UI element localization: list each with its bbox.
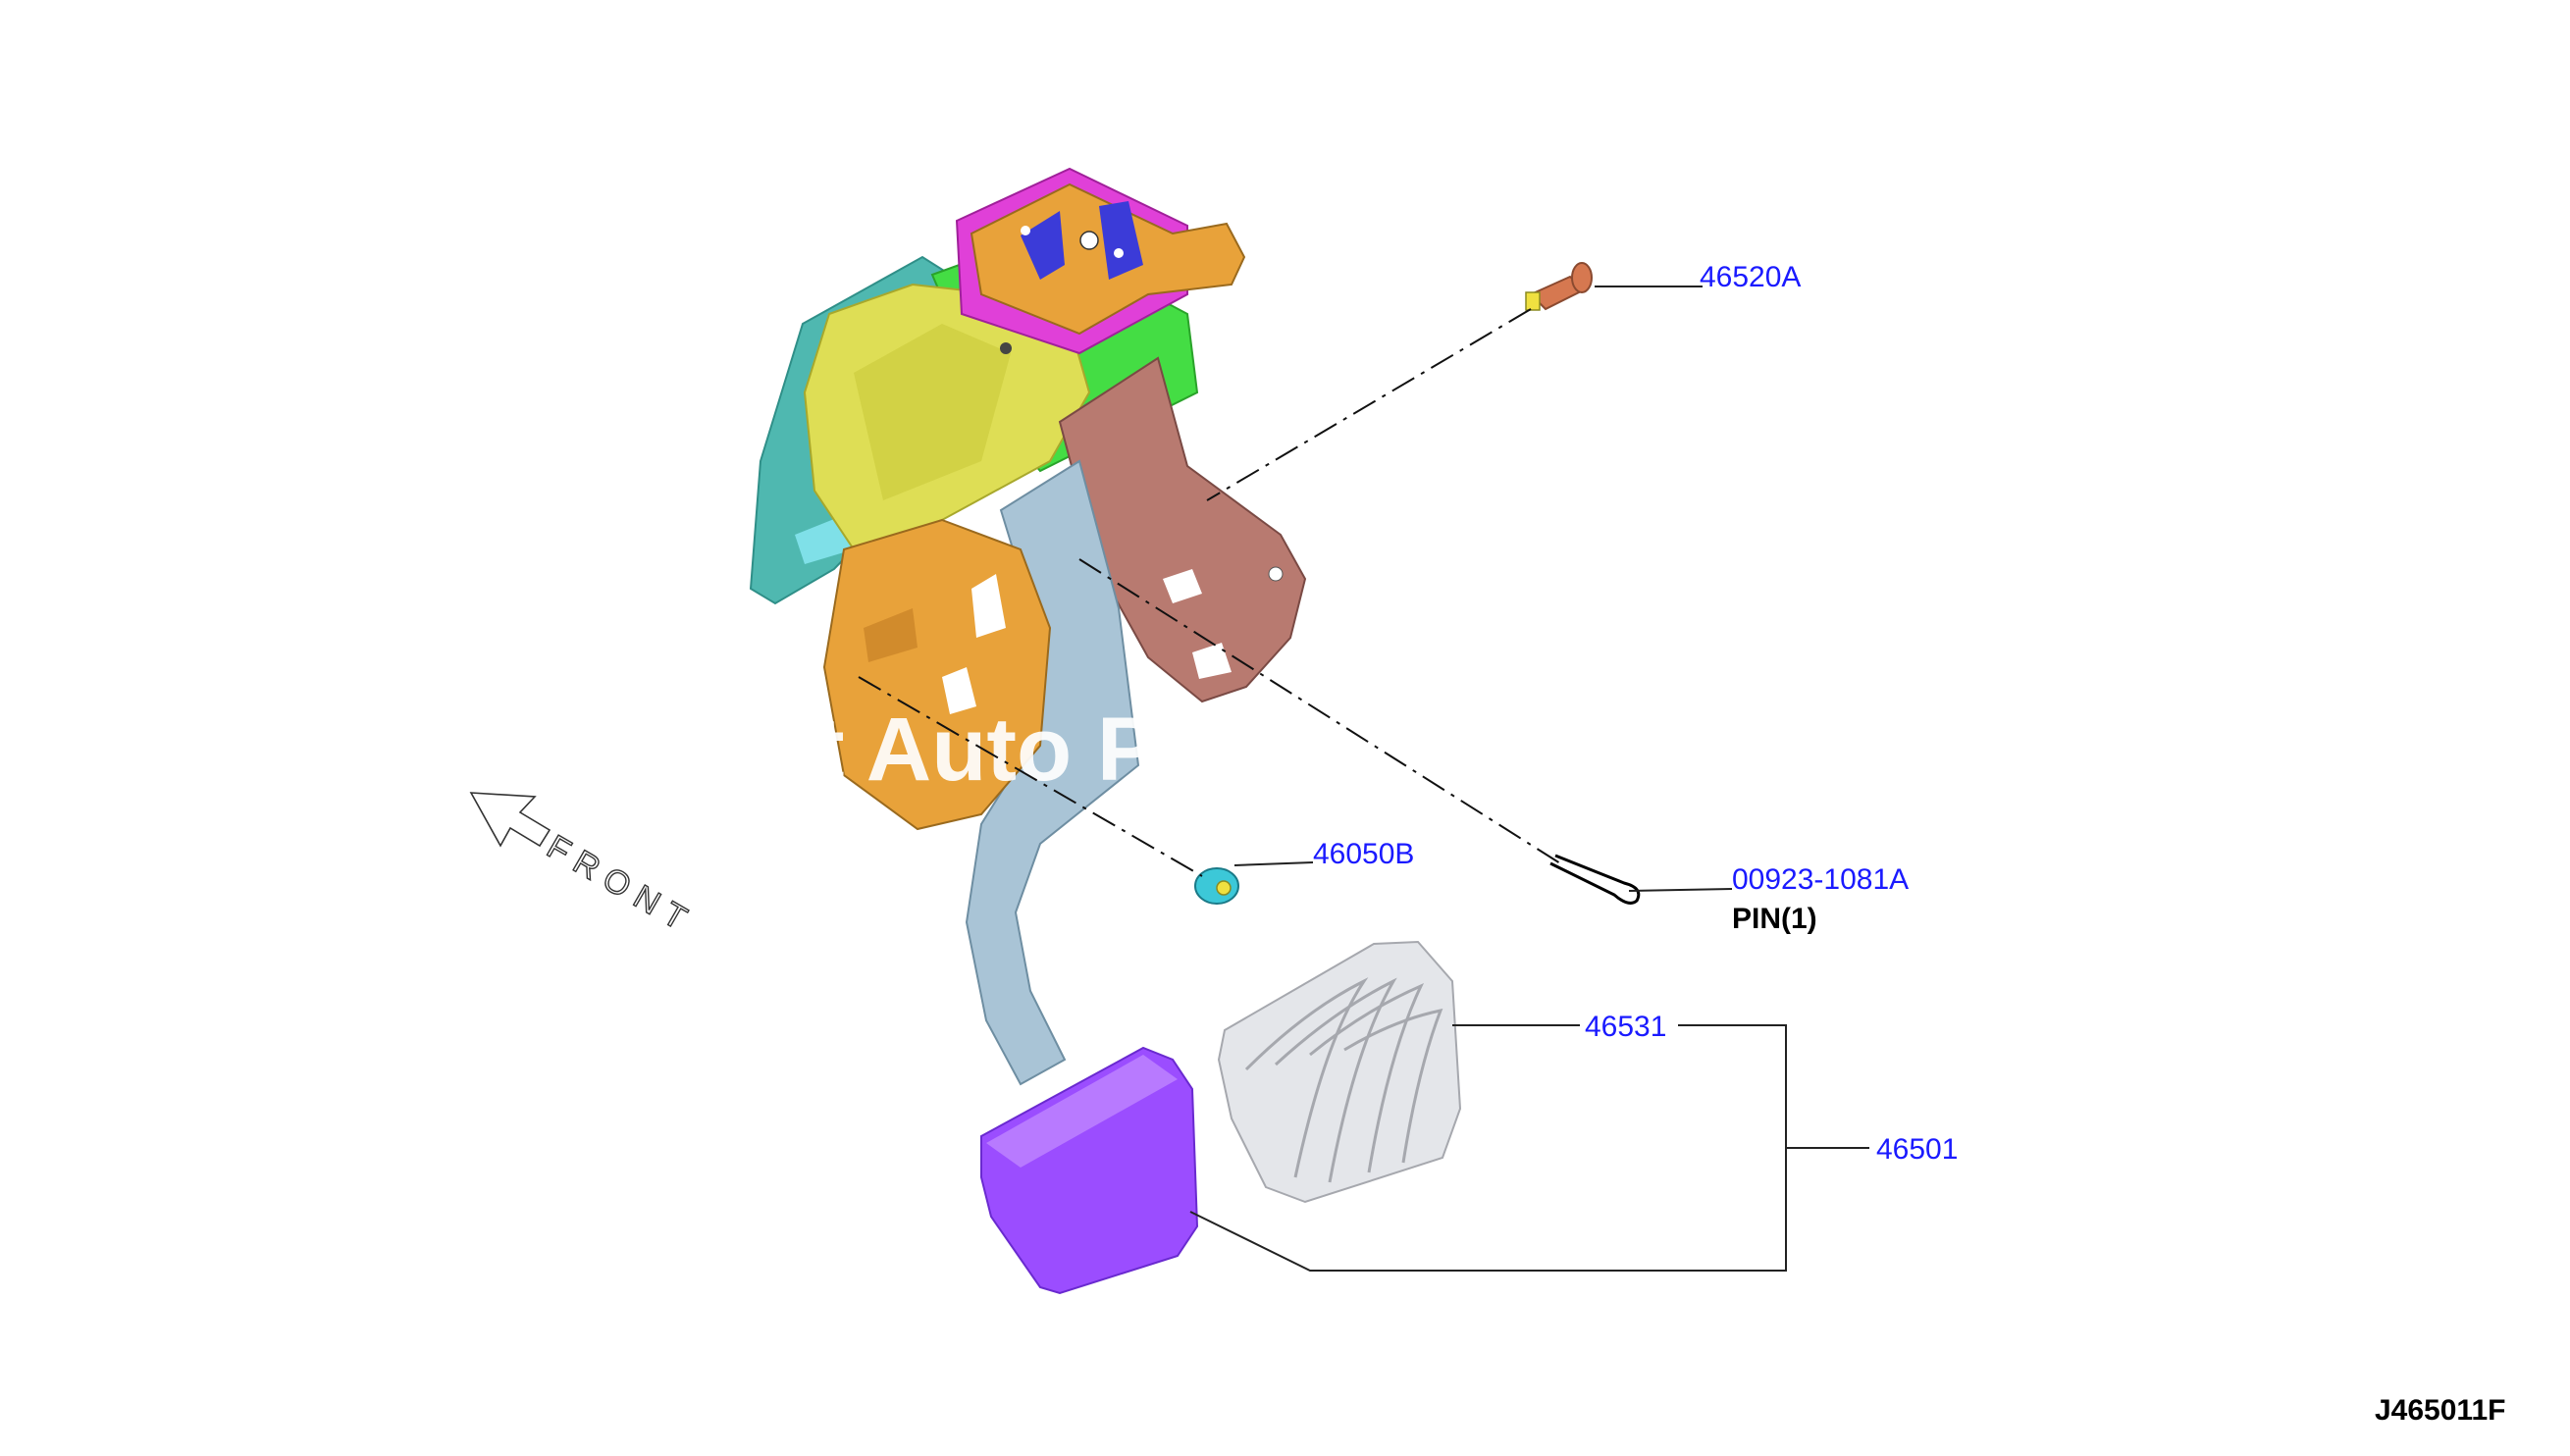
rubber-pad [1217,940,1462,1204]
front-direction-indicator: FRONT [469,792,702,943]
pedal-assembly-illustration: t Auto P [749,167,1641,1295]
watermark: t Auto P [814,700,1157,800]
pin-quantity-note: PIN(1) [1732,903,1817,935]
pin-00923-1081a [1549,854,1641,905]
clevis-pin-46520a [1525,262,1593,311]
pedal-pad [980,1046,1199,1295]
front-arrow-icon [469,792,551,848]
callout-00923-1081a[interactable]: 00923-1081A [1732,863,1909,896]
leader-lines [1189,286,1869,1272]
callout-46501[interactable]: 46501 [1876,1133,1958,1166]
front-label: FRONT [541,828,702,942]
callout-46531[interactable]: 46531 [1585,1011,1666,1043]
callout-46520a[interactable]: 46520A [1700,261,1801,293]
brown-bracket [1058,356,1307,703]
diagram-code: J465011F [2375,1394,2505,1427]
callout-46050b[interactable]: 46050B [1313,838,1414,870]
assembly-lines [858,308,1561,877]
clip-46050b [1194,867,1239,905]
